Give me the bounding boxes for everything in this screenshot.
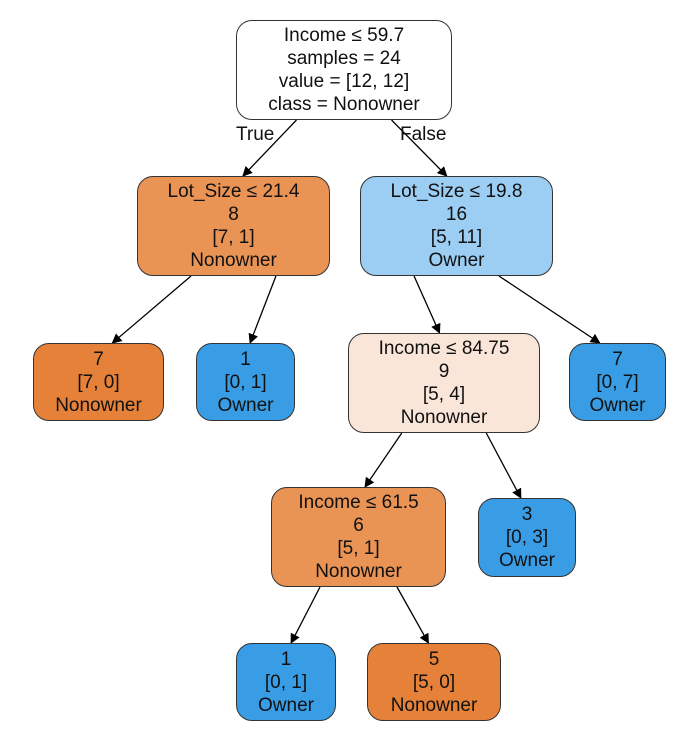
node-class: Nonowner — [190, 250, 277, 271]
node-samples: 7 — [93, 348, 104, 370]
node-value: [5, 0] — [412, 671, 456, 693]
tree-leaf-nonowner-7: 7 [7, 0] Nonowner — [33, 343, 164, 421]
edge-n5-n7 — [364, 432, 403, 488]
node-value: [0, 7] — [596, 371, 639, 393]
edge-label-false: False — [400, 124, 447, 145]
node-class: Nonowner — [315, 561, 402, 582]
node-split: Income ≤ 61.5 — [298, 492, 419, 513]
edge-n2-n6 — [498, 275, 601, 344]
tree-leaf-owner-7: 7 [0, 7] Owner — [569, 343, 666, 421]
node-class: Owner — [589, 394, 646, 416]
node-class: Owner — [258, 694, 314, 716]
edge-n2-n5 — [413, 275, 441, 334]
tree-node-root: Income ≤ 59.7 samples = 24 value = [12, … — [236, 20, 452, 120]
node-value: [7, 0] — [77, 371, 120, 393]
node-class: Nonowner — [390, 694, 478, 716]
node-samples: 1 — [240, 348, 251, 370]
node-class: Owner — [428, 250, 485, 271]
node-samples: 8 — [228, 204, 239, 225]
tree-leaf-owner-1-bottom: 1 [0, 1] Owner — [236, 643, 336, 721]
edge-label-true: True — [236, 124, 275, 145]
node-samples: 1 — [280, 648, 292, 670]
node-split: Lot_Size ≤ 19.8 — [390, 181, 523, 202]
node-class: class = Nonowner — [268, 94, 420, 115]
node-class: Nonowner — [400, 407, 488, 428]
tree-node-lot-size-19-8: Lot_Size ≤ 19.8 16 [5, 11] Owner — [360, 176, 553, 276]
node-value: [0, 1] — [264, 671, 308, 693]
node-samples: 9 — [438, 361, 450, 382]
tree-leaf-owner-3: 3 [0, 3] Owner — [478, 498, 576, 577]
node-samples: 6 — [353, 515, 364, 536]
tree-node-income-61-5: Income ≤ 61.5 6 [5, 1] Nonowner — [271, 487, 446, 587]
node-split: Lot_Size ≤ 21.4 — [167, 181, 300, 202]
tree-node-lot-size-21-4: Lot_Size ≤ 21.4 8 [7, 1] Nonowner — [137, 176, 330, 276]
edge-n7-n10 — [396, 586, 430, 644]
node-value: [5, 4] — [422, 384, 466, 405]
tree-leaf-owner-1: 1 [0, 1] Owner — [196, 343, 295, 421]
node-class: Owner — [217, 394, 274, 416]
edge-n1-n3 — [111, 275, 192, 344]
edge-n5-n8 — [485, 432, 522, 499]
node-value: [0, 1] — [224, 371, 267, 393]
node-value: [5, 1] — [337, 538, 380, 559]
edge-root-n2 — [391, 119, 448, 177]
tree-leaf-nonowner-5: 5 [5, 0] Nonowner — [367, 643, 501, 721]
node-samples: 5 — [428, 648, 440, 670]
edge-n7-n9 — [290, 586, 321, 644]
node-class: Owner — [499, 550, 555, 571]
tree-node-income-84-75: Income ≤ 84.75 9 [5, 4] Nonowner — [348, 333, 540, 433]
node-samples: 3 — [521, 504, 533, 525]
node-split: Income ≤ 84.75 — [378, 338, 510, 359]
node-value: [5, 11] — [430, 227, 483, 248]
node-samples: 16 — [445, 204, 468, 225]
node-value: [7, 1] — [212, 227, 255, 248]
node-value: value = [12, 12] — [278, 71, 410, 92]
node-split: Income ≤ 59.7 — [283, 25, 405, 46]
node-samples: samples = 24 — [287, 48, 401, 69]
edge-root-n1 — [242, 119, 297, 177]
node-samples: 7 — [612, 348, 623, 370]
node-class: Nonowner — [55, 394, 142, 416]
edge-n1-n4 — [248, 275, 277, 344]
node-value: [0, 3] — [505, 527, 549, 548]
